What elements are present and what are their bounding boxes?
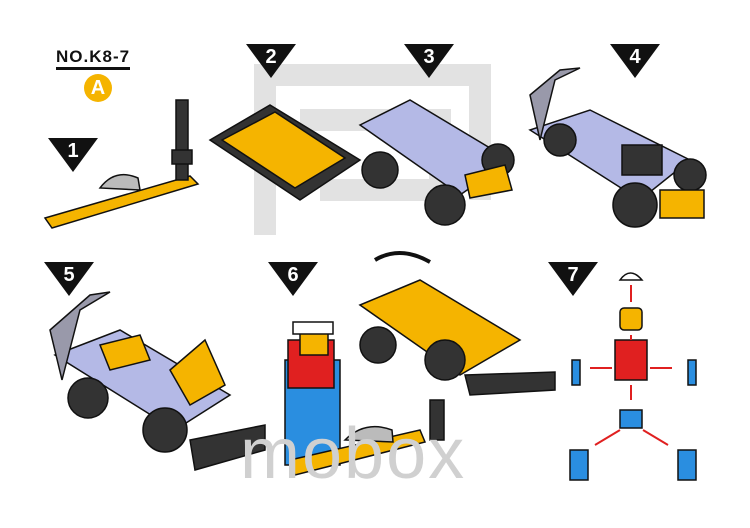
step-7-minifigure-parts [569,272,697,481]
step-3-marker: 3 [404,44,454,78]
step-3-parts [358,99,515,226]
step-4-parts [528,67,707,228]
step-6-parts [284,251,556,476]
step-2-marker: 2 [246,44,296,78]
down-arrow-icon [44,262,94,296]
step-1-marker: 1 [48,138,98,172]
down-arrow-icon [48,138,98,172]
step-1-parts [43,99,200,229]
down-arrow-icon [268,262,318,296]
step-5-parts [49,291,266,471]
down-arrow-icon [610,44,660,78]
step-4-marker: 4 [610,44,660,78]
down-arrow-icon [246,44,296,78]
watermark-text: mobox [240,414,467,494]
step-2-parts [208,104,362,201]
down-arrow-icon [548,262,598,296]
step-7-marker: 7 [548,262,598,296]
model-number: NO.K8-7 [56,48,131,70]
step-5-marker: 5 [44,262,94,296]
bag-badge: A [84,74,112,102]
step-6-marker: 6 [268,262,318,296]
down-arrow-icon [404,44,454,78]
